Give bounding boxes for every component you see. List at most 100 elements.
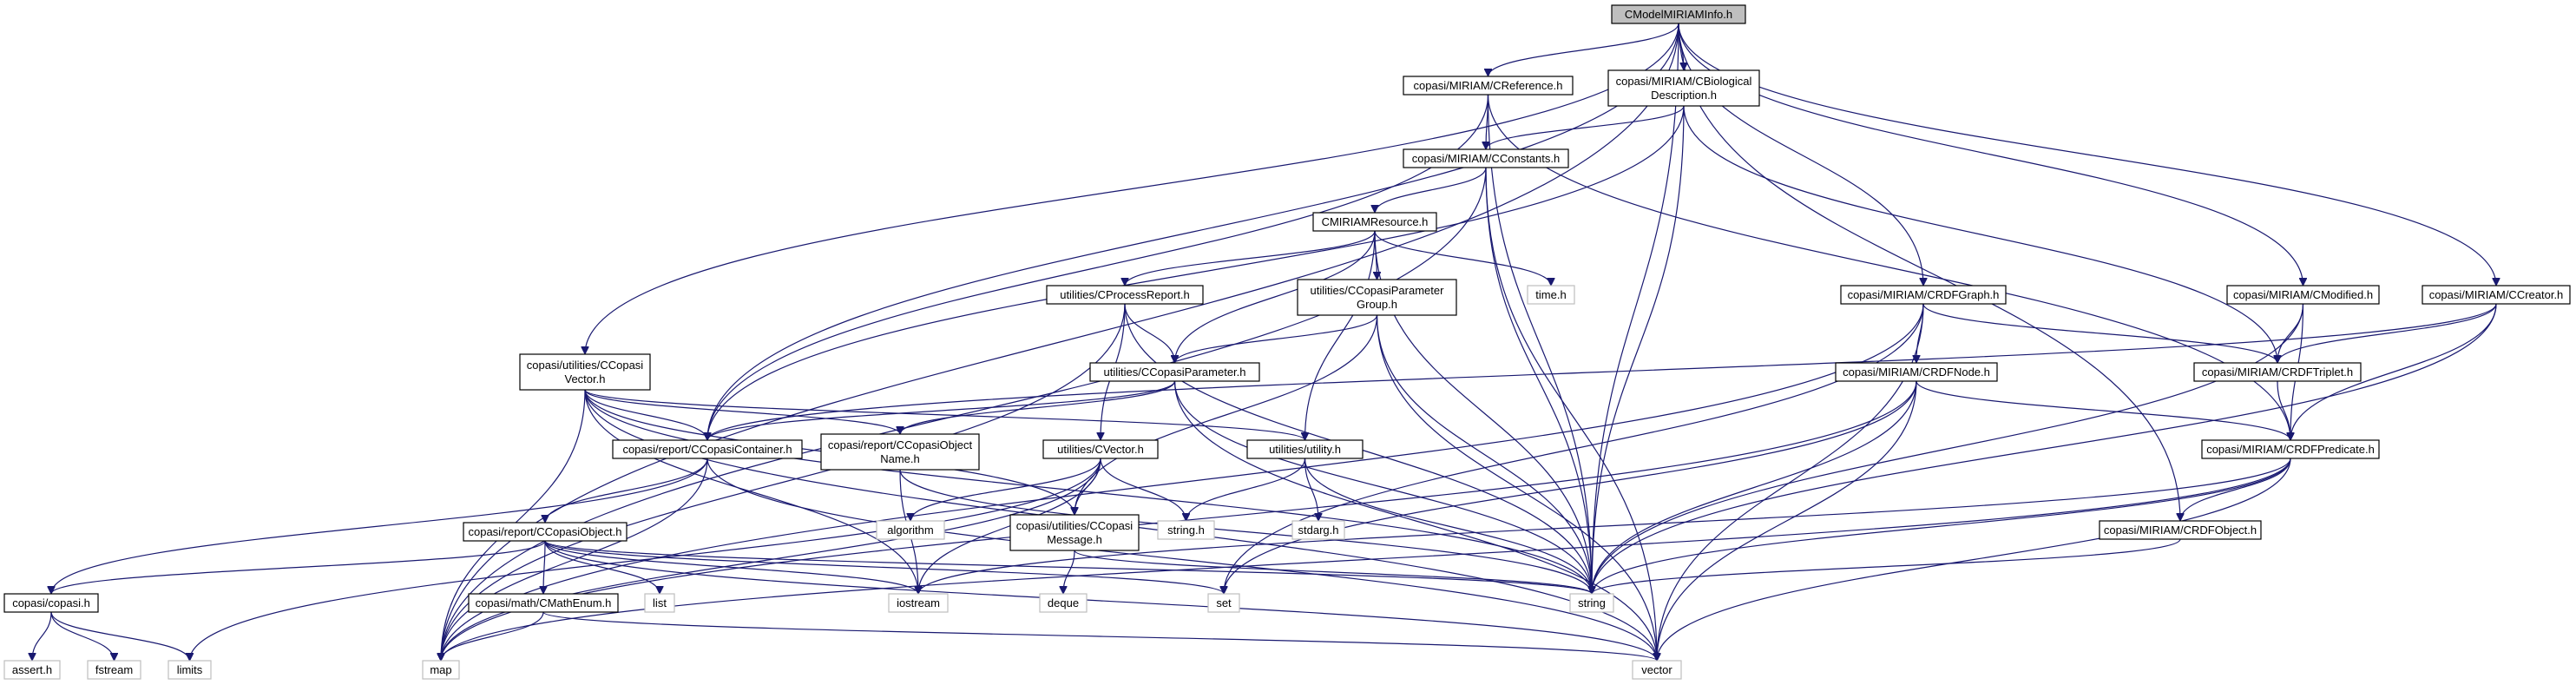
edge-ccreator-to-crdfpredicate xyxy=(2290,303,2497,440)
edge-cobject-to-iostream xyxy=(544,540,918,595)
edge-cobject-to-string xyxy=(544,540,1592,595)
node-cobject[interactable]: copasi/report/CCopasiObject.h xyxy=(463,522,628,542)
edge-root-to-string xyxy=(1592,23,1679,594)
node-map: map xyxy=(422,660,460,680)
node-ccontainer[interactable]: copasi/report/CCopasiContainer.h xyxy=(612,439,803,459)
edge-cparamgroup-to-string xyxy=(1376,314,1593,594)
edge-cobjname-to-string xyxy=(899,469,1592,594)
node-box-algorithm xyxy=(876,520,945,540)
edge-copasih-to-fstream xyxy=(50,611,115,662)
edge-ccreator-to-ccontainer xyxy=(707,303,2497,440)
edge-crdfgraph-to-map xyxy=(441,303,1924,661)
edge-cparameter-to-cobjname xyxy=(900,380,1176,435)
node-cconstants[interactable]: copasi/MIRIAM/CConstants.h xyxy=(1403,148,1569,168)
edge-cobject-to-cmathenum xyxy=(543,540,545,594)
node-label-cconstants-0: copasi/MIRIAM/CConstants.h xyxy=(1412,152,1561,165)
edge-ccopasivector-to-string xyxy=(584,389,1592,594)
node-crdftriplet[interactable]: copasi/MIRIAM/CRDFTriplet.h xyxy=(2193,362,2362,382)
edge-cprocessreport-to-map xyxy=(441,303,1126,661)
node-stringh: string.h xyxy=(1157,520,1215,540)
node-cprocessreport[interactable]: utilities/CProcessReport.h xyxy=(1046,285,1204,305)
edge-crdfnode-to-string xyxy=(1592,380,1917,594)
edge-cmiriamres-to-cparameter xyxy=(1175,230,1376,363)
edge-creference-to-string xyxy=(1487,94,1593,594)
node-copasih[interactable]: copasi/copasi.h xyxy=(3,593,99,613)
node-label-cmathenum-0: copasi/math/CMathEnum.h xyxy=(476,596,612,609)
node-label-fstream-0: fstream xyxy=(95,663,133,676)
edge-ccreator-to-crdftriplet xyxy=(2277,303,2497,364)
edge-cbio-to-ccontainer xyxy=(707,105,1685,440)
edge-cmessage-to-string xyxy=(1074,550,1592,595)
node-label-cparameter-0: utilities/CCopasiParameter.h xyxy=(1103,366,1245,379)
node-fstream: fstream xyxy=(87,660,141,680)
edge-cparameter-to-vector xyxy=(1173,380,1658,661)
node-box-ctime xyxy=(1527,285,1575,305)
node-label-limits-0: limits xyxy=(177,663,203,676)
node-box-cmiriamres xyxy=(1312,212,1437,232)
edge-cparamgroup-to-vector xyxy=(1376,314,1658,661)
node-box-limits xyxy=(168,660,212,680)
node-box-vector xyxy=(1632,660,1682,680)
node-crdfobject[interactable]: copasi/MIRIAM/CRDFObject.h xyxy=(2099,520,2262,540)
node-box-iostream xyxy=(888,593,949,613)
node-label-string-0: string xyxy=(1578,596,1606,609)
node-box-cvector xyxy=(1042,439,1159,459)
edge-ccopasivector-to-cobjname xyxy=(584,389,900,435)
node-cutility[interactable]: utilities/utility.h xyxy=(1246,439,1364,459)
node-box-ccopasivector xyxy=(519,353,651,391)
edge-crdfpredicate-to-map xyxy=(441,458,2291,661)
node-box-fstream xyxy=(87,660,141,680)
node-root[interactable]: CModelMIRIAMInfo.h xyxy=(1611,4,1746,24)
edge-cbio-to-crdftriplet xyxy=(1683,105,2277,363)
node-list: list xyxy=(644,593,675,613)
node-crdfnode[interactable]: copasi/MIRIAM/CRDFNode.h xyxy=(1835,362,1998,382)
node-label-cparamgroup-1: Group.h xyxy=(1357,298,1397,311)
node-crdfgraph[interactable]: copasi/MIRIAM/CRDFGraph.h xyxy=(1840,285,2007,305)
node-vector: vector xyxy=(1632,660,1682,680)
edge-crdfpredicate-to-iostream xyxy=(918,458,2291,594)
node-label-copasih-0: copasi/copasi.h xyxy=(12,596,90,609)
node-label-ccontainer-0: copasi/report/CCopasiContainer.h xyxy=(622,443,792,456)
node-cparameter[interactable]: utilities/CCopasiParameter.h xyxy=(1089,362,1260,382)
node-creference[interactable]: copasi/MIRIAM/CReference.h xyxy=(1403,76,1574,96)
node-label-crdfpredicate-0: copasi/MIRIAM/CRDFPredicate.h xyxy=(2206,443,2375,456)
edge-crdftriplet-to-crdfpredicate xyxy=(2277,380,2290,440)
edge-ccopasivector-to-cutility xyxy=(584,389,1305,441)
edge-crdfgraph-to-set xyxy=(1224,303,1924,594)
edge-crdfpredicate-to-string xyxy=(1592,458,2291,594)
node-box-root xyxy=(1611,4,1746,24)
node-ccreator[interactable]: copasi/MIRIAM/CCreator.h xyxy=(2422,285,2571,305)
edge-copasih-to-asserth xyxy=(32,611,52,661)
edge-root-to-ccopasivector xyxy=(585,23,1679,354)
edge-cobject-to-list xyxy=(544,540,660,595)
node-box-crdftriplet xyxy=(2193,362,2362,382)
node-cmathenum[interactable]: copasi/math/CMathEnum.h xyxy=(468,593,619,613)
edge-crdfpredicate-to-vector xyxy=(1657,458,2291,661)
edge-crdfnode-to-vector xyxy=(1657,380,1917,661)
edge-cprocessreport-to-cparameter xyxy=(1124,303,1175,363)
edge-creference-to-crdfpredicate xyxy=(1487,94,2291,440)
edge-ccontainer-to-copasih xyxy=(51,458,708,594)
node-box-cmodified xyxy=(2226,285,2380,305)
edge-ccopasivector-to-ccontainer xyxy=(584,389,707,441)
node-crdfpredicate[interactable]: copasi/MIRIAM/CRDFPredicate.h xyxy=(2201,439,2380,459)
edge-cmathenum-to-map xyxy=(441,611,544,662)
node-label-iostream-0: iostream xyxy=(897,596,940,609)
edge-ccontainer-to-cobject xyxy=(545,458,708,524)
node-cmodified[interactable]: copasi/MIRIAM/CModified.h xyxy=(2226,285,2380,305)
node-stdarg: stdarg.h xyxy=(1291,520,1345,540)
node-label-asserth-0: assert.h xyxy=(12,663,52,676)
edge-cobject-to-vector xyxy=(544,540,1657,661)
node-box-crdfobject xyxy=(2099,520,2262,540)
edge-crdfgraph-to-vector xyxy=(1657,303,1924,661)
node-cvector[interactable]: utilities/CVector.h xyxy=(1042,439,1159,459)
node-label-crdfgraph-0: copasi/MIRIAM/CRDFGraph.h xyxy=(1848,288,2000,301)
node-cmiriamres[interactable]: CMIRIAMResource.h xyxy=(1312,212,1437,232)
edge-ccopasivector-to-iostream xyxy=(584,389,918,594)
